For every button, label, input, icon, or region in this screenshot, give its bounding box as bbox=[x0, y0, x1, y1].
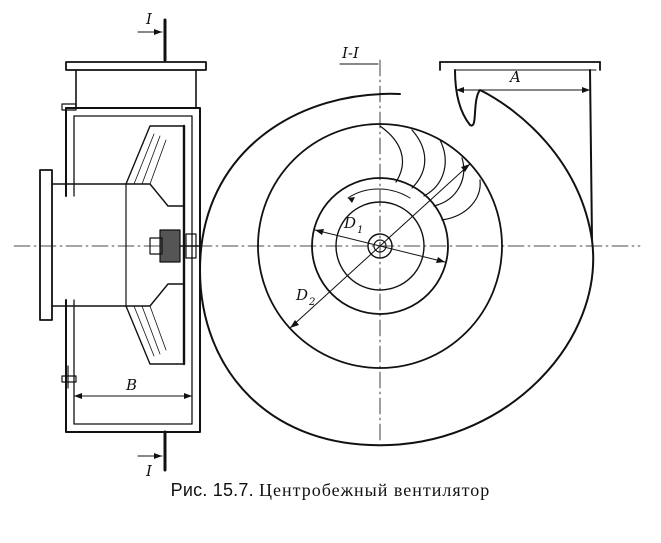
dimension-d2-subscript: 2 bbox=[308, 297, 315, 308]
caption-title: Центробежный вентилятор bbox=[258, 480, 491, 500]
figure-caption: Рис. 15.7. Центробежный вентилятор bbox=[0, 480, 661, 501]
dimension-d2-label: D bbox=[295, 286, 308, 304]
rotation-arrow bbox=[347, 188, 411, 199]
dimension-a-label: A bbox=[508, 68, 521, 86]
dimension-b-label: B bbox=[125, 376, 137, 394]
dimension-d2-line bbox=[289, 163, 471, 329]
impeller-blade-bottom bbox=[125, 283, 185, 365]
volute-casing bbox=[199, 69, 595, 447]
inlet-flange bbox=[39, 169, 53, 321]
dimension-d1-subscript: 1 bbox=[357, 225, 363, 236]
outlet-flange bbox=[65, 61, 207, 71]
side-section-view bbox=[13, 18, 641, 472]
impeller-blade-top bbox=[125, 125, 185, 207]
shaft bbox=[367, 233, 393, 259]
dimension-d1-label: D bbox=[343, 214, 356, 232]
impeller-outer-circle bbox=[257, 123, 503, 369]
hub bbox=[159, 229, 181, 263]
caption-prefix: Рис. 15.7. bbox=[170, 480, 254, 500]
section-mark-top: I bbox=[145, 10, 153, 28]
front-view bbox=[199, 59, 601, 447]
section-title: I-I bbox=[341, 44, 360, 62]
impeller-inner-circle bbox=[311, 177, 449, 315]
blades bbox=[379, 125, 481, 221]
section-mark-bottom: I bbox=[145, 462, 153, 480]
